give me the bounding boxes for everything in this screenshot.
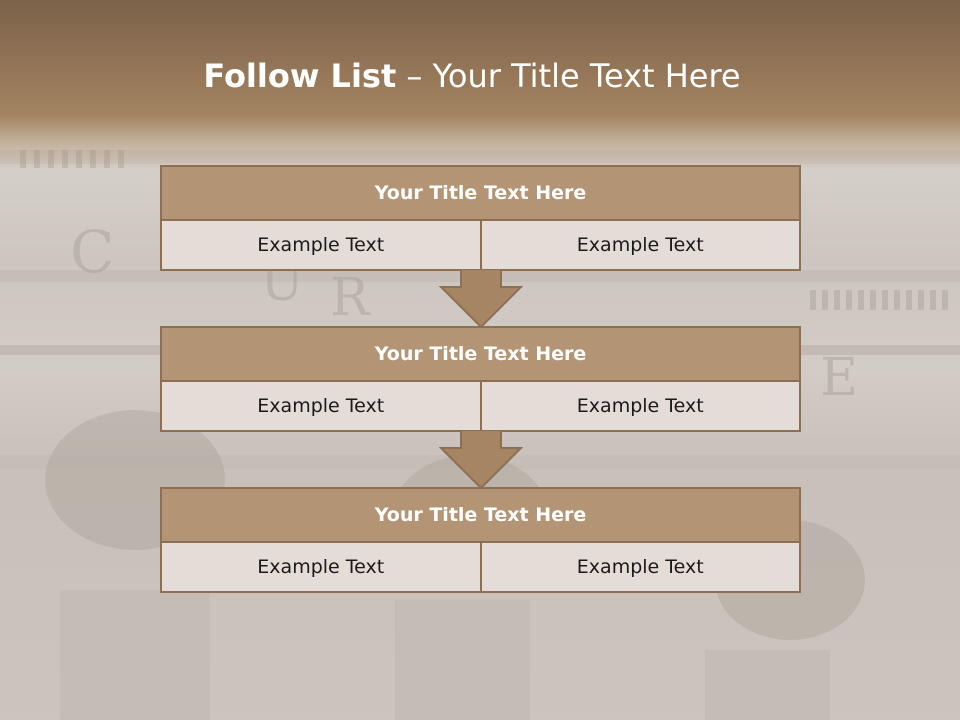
- block-title: Your Title Text Here: [160, 326, 801, 382]
- block-cell-right: Example Text: [479, 221, 800, 269]
- flow-block-1: Your Title Text Here Example Text Exampl…: [160, 165, 801, 271]
- slide-title-rest: – Your Title Text Here: [396, 57, 741, 95]
- carved-letter: E: [820, 348, 858, 408]
- slide-title-bold: Follow List: [203, 57, 397, 95]
- down-arrow-icon: [439, 269, 523, 329]
- block-cell-left: Example Text: [257, 556, 385, 578]
- title-band: [0, 0, 960, 170]
- block-cell-left: Example Text: [257, 395, 385, 417]
- slide-title: Follow List – Your Title Text Here: [0, 52, 944, 100]
- block-row: Example Text Example Text: [160, 221, 801, 271]
- block-cell-right: Example Text: [479, 382, 800, 430]
- block-title: Your Title Text Here: [160, 487, 801, 543]
- down-arrow-icon: [439, 430, 523, 490]
- block-row: Example Text Example Text: [160, 382, 801, 432]
- block-title: Your Title Text Here: [160, 165, 801, 221]
- block-cell-left: Example Text: [257, 234, 385, 256]
- flow-block-2: Your Title Text Here Example Text Exampl…: [160, 326, 801, 432]
- block-cell-right: Example Text: [479, 543, 800, 591]
- flow-block-3: Your Title Text Here Example Text Exampl…: [160, 487, 801, 593]
- carved-letter: R: [330, 268, 371, 328]
- block-row: Example Text Example Text: [160, 543, 801, 593]
- carved-letter: C: [70, 218, 114, 286]
